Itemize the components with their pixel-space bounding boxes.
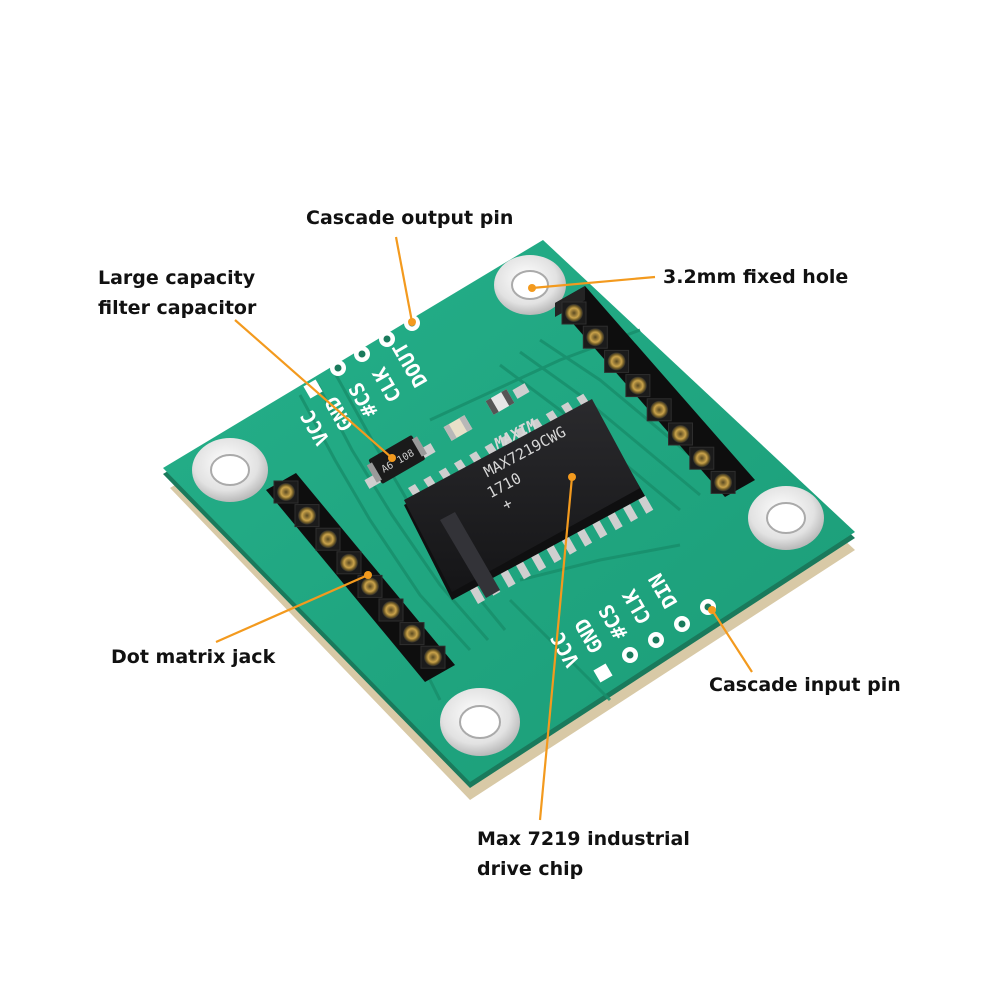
chip-pin [470, 586, 485, 604]
label-filter-capacitor: Large capacity filter capacitor [98, 263, 256, 323]
chip-pin [592, 520, 608, 539]
label-fixed-hole: 3.2mm fixed hole [663, 262, 848, 292]
pcb-board: VCC GND #CS CLK DOUT VCC GND #CS CL [163, 240, 855, 800]
header-socket-contact [586, 328, 605, 347]
header-socket-contact [650, 400, 669, 419]
jack-socket-contact [319, 530, 337, 549]
jack-socket-contact [424, 648, 442, 667]
chip-pin [515, 561, 531, 580]
jack-socket-contact [403, 624, 421, 643]
label-text: Cascade input pin [709, 674, 901, 696]
header-socket-contact [714, 473, 733, 492]
label-text: filter capacitor [98, 297, 257, 319]
header-socket-contact [565, 304, 583, 322]
jack-socket-contact [277, 483, 295, 501]
jack-socket-contact [382, 601, 400, 619]
label-text: 3.2mm fixed hole [663, 266, 849, 288]
label-cascade-output-pin: Cascade output pin [306, 203, 513, 233]
header-socket-contact [692, 449, 711, 468]
mounting-hole-left [192, 438, 268, 502]
label-cascade-input-pin: Cascade input pin [709, 670, 901, 700]
label-text: Large capacity [98, 267, 256, 289]
chip-pin [500, 569, 516, 588]
smd-components [364, 383, 530, 489]
leader-lines [215, 236, 753, 821]
cascade-input-pads: VCC GND #CS CLK DIN [545, 569, 716, 683]
leader-capacitor [234, 319, 393, 459]
header-right [555, 286, 755, 497]
leader-fixed-hole [531, 275, 656, 290]
mounting-hole-bottom [440, 688, 520, 756]
leader-cascade-output [394, 236, 414, 323]
leader-dot-matrix-jack [215, 573, 369, 644]
header-socket-contact [607, 352, 626, 371]
chip-pin [531, 553, 547, 572]
header-socket-contact [671, 425, 690, 443]
label-max7219-chip: Max 7219 industrial drive chip [477, 824, 690, 884]
chip-pin [623, 504, 638, 522]
label-text: Dot matrix jack [111, 646, 276, 668]
leader-chip [538, 476, 574, 821]
chip-pin [607, 512, 623, 531]
mounting-hole-right [748, 486, 824, 550]
label-text: Cascade output pin [306, 207, 514, 229]
chip-pin [638, 495, 654, 514]
header-socket-contact [628, 376, 647, 395]
jack-socket-contact [298, 506, 316, 525]
chip-pin [546, 545, 562, 563]
label-text: Max 7219 industrial [477, 828, 690, 850]
leader-dots [364, 284, 716, 614]
jack-socket-contact [361, 577, 379, 596]
chip-pin [577, 528, 593, 547]
label-dot-matrix-jack: Dot matrix jack [111, 642, 275, 672]
max7219-chip: MAXIM MAX7219CWG 1710 + [404, 393, 654, 604]
label-text: drive chip [477, 858, 584, 880]
jack-socket-contact [340, 553, 358, 572]
leader-cascade-input [711, 609, 753, 673]
